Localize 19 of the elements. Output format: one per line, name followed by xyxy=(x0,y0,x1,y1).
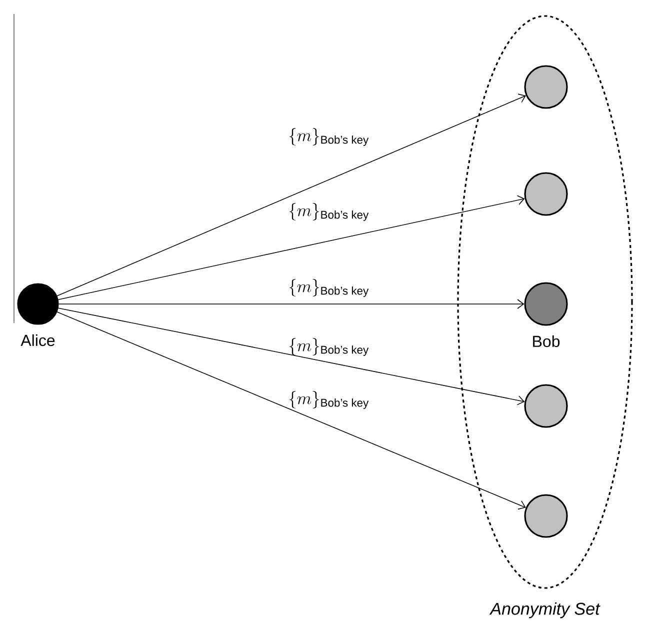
edge-label: $\{m\}_{\text{Bob’s key}}$ xyxy=(289,203,369,221)
arrow xyxy=(56,312,526,510)
edge-label: $\{m\}_{\text{Bob’s key}}$ xyxy=(289,338,369,356)
edge-label: $\{m\}_{\text{Bob’s key}}$ xyxy=(289,279,369,297)
arrow xyxy=(58,195,525,300)
arrow xyxy=(56,94,526,296)
arrow xyxy=(58,299,524,309)
member-node xyxy=(524,384,568,428)
person-node: Bob xyxy=(524,282,568,348)
node-label: Alice xyxy=(20,334,55,346)
node-label: Bob xyxy=(533,335,560,348)
person-node: Alice xyxy=(17,283,59,346)
edge-label: $\{m\}_{\text{Bob’s key}}$ xyxy=(289,391,369,409)
arrow xyxy=(58,308,525,406)
member-node xyxy=(524,494,568,538)
member-node xyxy=(524,172,568,216)
node-label: Anonymity Set xyxy=(489,602,600,618)
edge-label: $\{m\}_{\text{Bob’s key}}$ xyxy=(289,128,369,146)
member-node xyxy=(524,65,568,109)
